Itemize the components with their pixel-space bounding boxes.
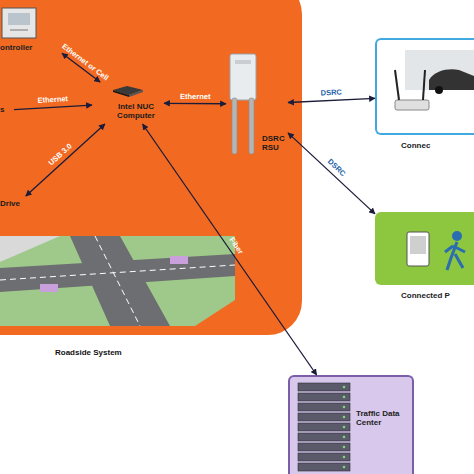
device-node: Drive — [0, 196, 34, 212]
device-icon — [0, 6, 40, 44]
device-icon — [290, 377, 356, 474]
connector-label: DSRC — [320, 89, 342, 98]
graphic-circle — [343, 416, 346, 419]
connector-line — [288, 133, 375, 214]
group-box — [375, 38, 474, 135]
graphic-rect — [298, 383, 350, 391]
graphic-line — [395, 70, 399, 100]
connector-line — [14, 105, 92, 110]
group-box: Traffic Data Center — [288, 375, 414, 474]
graphic-path — [429, 69, 474, 90]
graphic-circle — [343, 426, 346, 429]
graphic-line — [423, 70, 425, 100]
device-node: s — [0, 102, 14, 118]
graphic-circle — [435, 86, 443, 94]
graphic-rect — [232, 98, 237, 154]
graphic-circle — [343, 396, 346, 399]
graphic-svg — [290, 377, 356, 474]
connector-line — [164, 103, 226, 105]
graphic-rect — [298, 433, 350, 441]
graphic-rect — [249, 98, 254, 154]
device-icon — [226, 50, 262, 160]
device-icon — [111, 84, 145, 102]
connector-label: DSRC — [326, 158, 347, 178]
graphic-rect — [298, 403, 350, 411]
node-text: Intel NUC Computer — [108, 102, 164, 120]
node-text: DSRC RSU — [262, 134, 288, 152]
graphic-svg — [377, 214, 474, 285]
device-node: Connected P — [375, 212, 474, 308]
graphic-svg — [377, 40, 474, 133]
device-node: Traffic Data Center — [288, 375, 414, 474]
graphic-rect — [298, 453, 350, 461]
graphic-rect — [298, 443, 350, 451]
graphic-circle — [343, 406, 346, 409]
node-text: Connec — [401, 141, 430, 150]
device-node: DSRC RSU — [226, 50, 288, 158]
graphic-rect — [298, 423, 350, 431]
graphic-polygon — [113, 90, 129, 97]
graphic-svg — [226, 50, 262, 156]
device-icon — [377, 40, 474, 137]
node-text: s — [0, 105, 4, 114]
graphic-svg — [0, 6, 40, 40]
graphic-rect — [298, 393, 350, 401]
device-node: ontroller — [0, 6, 62, 54]
connector-label: Ethernet — [180, 92, 210, 100]
node-text: Traffic Data Center — [356, 409, 408, 427]
node-text: ontroller — [0, 43, 32, 52]
graphic-rect — [298, 413, 350, 421]
graphic-rect — [298, 463, 350, 471]
orange-region — [0, 0, 302, 335]
graphic-polygon — [113, 86, 143, 95]
graphic-rect — [235, 60, 251, 64]
node-text: Roadside System — [55, 348, 175, 357]
graphic-circle — [343, 466, 346, 469]
graphic-svg — [111, 84, 145, 98]
graphic-circle — [452, 231, 462, 241]
graphic-circle — [343, 386, 346, 389]
node-text: Connected P — [401, 291, 450, 300]
connector-line — [143, 124, 317, 375]
node-text: Drive — [0, 199, 20, 208]
device-node: Connec — [375, 38, 474, 154]
graphic-rect — [405, 50, 474, 90]
graphic-rect — [410, 236, 426, 254]
graphic-rect — [395, 100, 429, 110]
device-icon — [377, 214, 474, 289]
graphic-rect — [230, 54, 256, 100]
graphic-polygon — [129, 90, 143, 97]
graphic-circle — [343, 446, 346, 449]
graphic-circle — [343, 456, 346, 459]
graphic-line — [10, 30, 28, 31]
system-region: Roadside System ontroller sDrive Intel NUC … — [0, 0, 302, 365]
connector-line — [26, 124, 105, 196]
connector-line — [288, 98, 375, 102]
device-node: Intel NUC Computer — [92, 82, 164, 124]
graphic-rect — [2, 8, 36, 38]
group-box — [375, 212, 474, 285]
graphic-circle — [343, 436, 346, 439]
graphic-rect — [8, 13, 30, 25]
graphic-path — [445, 242, 465, 270]
graphic-rect — [407, 232, 429, 266]
